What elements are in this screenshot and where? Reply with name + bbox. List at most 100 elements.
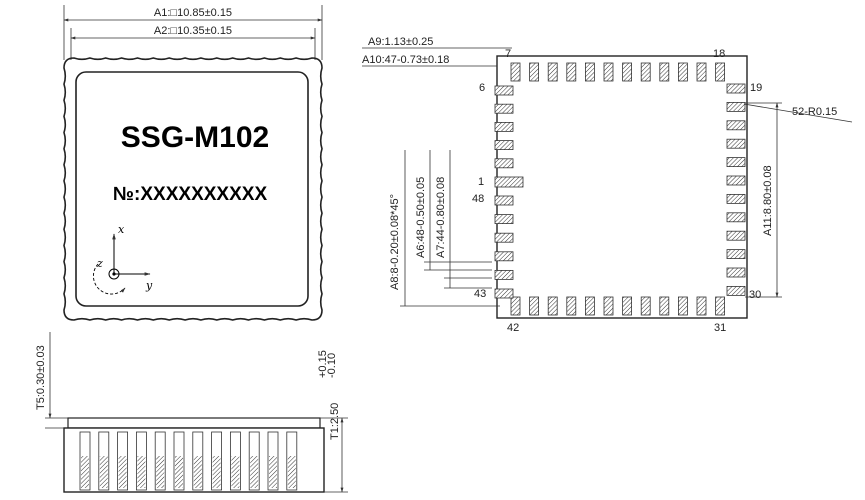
pin-label-18: 18 [713,48,725,60]
pad-left [494,140,514,151]
pad-bottom [622,296,632,316]
pad-bottom [715,296,725,316]
side-leg-hatch [99,456,108,488]
r-label: 52-R0.15 [792,106,837,118]
pad-top [585,62,595,82]
pad-top [659,62,670,82]
x-axis-label: x [118,223,125,236]
side-view-legs [79,431,298,491]
z-axis-circle [108,268,120,280]
side-leg-hatch [269,456,277,488]
r-leader [743,103,853,123]
a6-label: A6:48-0.50±0.05 [415,177,427,258]
pad-left [494,269,514,280]
pad-right [726,83,746,94]
pad-top [529,62,539,82]
pad-bottom [566,296,577,316]
pin-label-42: 42 [507,322,519,334]
pad-right [726,157,746,168]
pad-right [726,175,746,186]
pad-left [494,158,514,169]
pad-left [494,122,514,132]
side-view-lid [67,417,321,429]
pin-label-6: 6 [479,82,485,94]
side-leg-hatch [81,456,89,488]
a11-label: A11:8.80±0.08 [762,165,774,236]
y-axis-label: y [145,279,153,292]
side-leg-hatch [250,456,259,488]
pad-pin-1 [494,176,524,188]
pad-array [494,62,746,316]
t5-label: T5:0.30±0.03 [35,345,47,410]
pad-bottom [696,296,707,316]
pin-label-30: 30 [749,289,761,301]
a2-label: A2:□10.35±0.15 [154,25,232,37]
pad-top [715,62,725,82]
a8-label: A8:8-0.20±0.08*45° [389,194,401,290]
a9-label: A9:1.13±0.25 [368,36,433,48]
pin-label-19: 19 [750,82,762,94]
bottom-view-outline [496,55,748,319]
model-name: SSG-M102 [121,121,269,154]
a10-label: A10:47-0.73±0.18 [362,54,449,66]
pad-bottom [659,296,670,316]
side-leg-hatch [212,456,221,488]
side-leg-hatch [137,456,146,488]
pad-left [494,195,514,206]
pad-left [494,103,514,114]
pad-bottom [510,296,521,316]
pad-right [726,285,746,296]
pin-label-7: 7 [505,48,511,60]
top-view: A1:□10.85±0.15 A2:□10.35±0.15 SSG-M102 №… [63,5,323,321]
pin-label-1: 1 [478,176,484,188]
pad-bottom [585,296,595,316]
pad-right [726,267,746,278]
pad-bottom [640,296,651,316]
pad-left [494,85,514,96]
side-leg-hatch [231,456,240,488]
a7-label: A7:44-0.80±0.08 [435,177,447,258]
side-leg-hatch [156,456,165,488]
pad-right [726,249,746,260]
pad-top [510,62,521,82]
bottom-view: A9:1.13±0.25 A10:47-0.73±0.18 52-R0.15 A… [362,36,853,334]
z-axis-label: z [96,257,103,270]
side-leg-hatch [193,456,202,488]
pad-right [726,212,746,223]
axes-symbol: x y z [92,223,153,295]
pad-left [494,288,514,299]
side-leg-hatch [118,456,127,488]
pad-right [726,230,746,241]
pin-label-31: 31 [714,322,726,334]
pad-top [603,62,614,82]
pad-bottom [603,296,614,316]
rotation-arrow [92,263,126,295]
pad-bottom [529,296,539,316]
pad-left [494,214,514,225]
top-view-outline [63,57,323,321]
pad-bottom [678,296,688,316]
pad-top [566,62,577,82]
side-leg-hatch [287,456,296,488]
pad-right [726,138,746,149]
pad-right [726,193,746,204]
t1-label: T1:2.50 [329,403,341,440]
pad-top [547,62,558,82]
pad-top [696,62,707,82]
pad-right [726,102,746,112]
pad-top [622,62,632,82]
a1-label: A1:□10.85±0.15 [154,7,232,19]
pad-top [678,62,688,82]
side-leg-hatch [175,456,183,488]
pin-label-48: 48 [472,193,484,205]
serial-number: №:XXXXXXXXXX [113,184,268,205]
pad-bottom [547,296,558,316]
pad-left [494,232,514,243]
t1-tol-minus: -0.10 [326,353,338,378]
t1-tol-plus: +0.15 [317,350,329,378]
top-view-lid [75,71,309,307]
pad-left [494,251,514,262]
side-view: T5:0.30±0.03 T1:2.50 +0.15 -0.10 [35,332,348,493]
